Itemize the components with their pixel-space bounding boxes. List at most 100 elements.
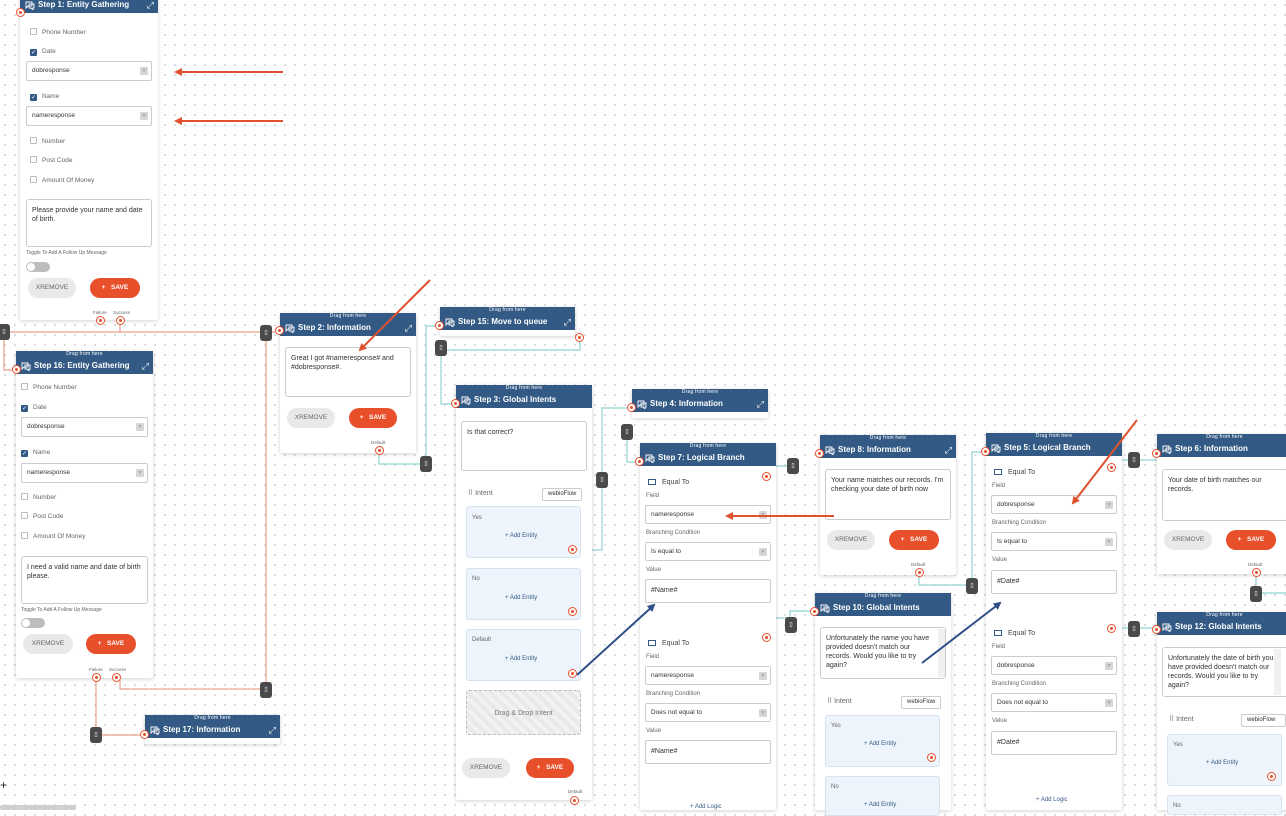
connector-node[interactable]: ▯ [787,458,799,474]
option-phone[interactable]: Phone Number [21,382,77,393]
date-variable-input[interactable]: dobresponse▿ [21,417,148,437]
condition-select[interactable]: Does not equal to▿ [645,703,771,722]
connector-node[interactable]: ▯ [435,340,447,356]
condition-select[interactable]: Is equal to▿ [645,542,771,561]
message-textarea[interactable]: I need a valid name and date of birth pl… [21,556,148,604]
message-textarea[interactable]: Great I got #nameresponse# and #dobrespo… [285,347,411,397]
checkbox-icon[interactable] [30,28,37,35]
expand-icon[interactable]: ⤢ [756,399,764,409]
connector-node[interactable]: ▯ [260,682,272,698]
add-logic-link[interactable]: + Add Logic [1036,797,1068,803]
dropdown-icon[interactable]: ▿ [1105,661,1113,670]
message-textarea[interactable]: Is that correct? [461,421,587,471]
default-port[interactable] [1252,568,1261,577]
output-port[interactable] [575,333,584,342]
default-port[interactable] [570,796,579,805]
date-variable-input[interactable]: dobresponse▿ [26,61,152,81]
follow-up-toggle[interactable] [26,262,50,272]
save-button[interactable]: + SAVE [86,634,136,654]
drag-handle[interactable]: Drag from here [440,307,575,314]
drag-handle[interactable]: Drag from here [1157,434,1286,441]
connector-node[interactable]: ▯ [785,617,797,633]
option-number[interactable]: Number [30,136,65,147]
message-textarea[interactable]: Your date of birth matches our records. [1162,469,1286,521]
message-scrollbar[interactable] [1274,649,1281,695]
option-postcode[interactable]: Post Code [21,511,63,522]
failure-port[interactable] [92,673,101,682]
option-date[interactable]: ✓Date [30,48,56,56]
intent-flow-select[interactable]: webioFlow [901,696,941,709]
message-textarea[interactable]: Unfortunately the date of birth you have… [1162,647,1286,697]
default-port[interactable] [568,669,577,678]
condition-select[interactable]: Is equal to▿ [991,532,1117,551]
option-name[interactable]: ✓Name [21,449,51,457]
expand-icon[interactable]: ⤢ [141,361,149,371]
yes-port[interactable] [927,753,936,762]
step-header[interactable]: Step 4: Information ⤢ [632,396,768,412]
connector-node[interactable]: ▯ [90,727,102,743]
drag-handle[interactable]: Drag from here [986,433,1122,440]
checked-icon[interactable]: ✓ [30,49,37,56]
checkbox-icon[interactable] [21,532,28,539]
step-header[interactable]: Step 5: Logical Branch [986,440,1122,456]
success-port[interactable] [112,673,121,682]
input-port[interactable] [627,403,636,412]
zoom-in-icon[interactable]: + [0,778,8,792]
add-entity-link[interactable]: + Add Entity [1206,760,1239,766]
input-port[interactable] [810,607,819,616]
checkbox-icon[interactable] [30,156,37,163]
expand-icon[interactable]: ⤢ [944,445,952,455]
expand-icon[interactable]: ⤢ [146,0,154,10]
drag-handle[interactable]: Drag from here [280,313,416,320]
expand-icon[interactable]: ⤢ [268,725,276,735]
field-select[interactable]: nameresponse▿ [645,505,771,524]
intent-flow-select[interactable]: webioFlow [542,488,582,501]
dropdown-icon[interactable]: ▿ [140,112,148,120]
default-port[interactable] [915,568,924,577]
step-header[interactable]: Step 6: Information [1157,441,1286,457]
yes-port[interactable] [1267,772,1276,781]
name-variable-input[interactable]: nameresponse▿ [26,106,152,126]
value-input[interactable]: #Name# [645,740,771,764]
dropdown-icon[interactable]: ▿ [759,708,767,717]
add-entity-link[interactable]: + Add Entity [864,802,897,808]
message-textarea[interactable]: Please provide your name and date of bir… [26,199,152,247]
add-entity-link[interactable]: + Add Entity [505,533,538,539]
yes-port[interactable] [568,545,577,554]
success-port[interactable] [116,316,125,325]
step-header[interactable]: Step 17: Information ⤢ [145,722,280,738]
connector-node[interactable]: ▯ [621,424,633,440]
save-button[interactable]: + SAVE [90,278,140,298]
add-entity-link[interactable]: + Add Entity [864,741,897,747]
save-button[interactable]: + SAVE [526,758,574,778]
field-select[interactable]: dobresponse▿ [991,495,1117,514]
remove-button[interactable]: XREMOVE [287,408,335,428]
input-port[interactable] [275,326,284,335]
drag-handle[interactable]: Drag from here [640,443,776,450]
input-port[interactable] [16,8,25,17]
step-header[interactable]: Step 1: Entity Gathering ⤢ [20,0,158,13]
expand-icon[interactable]: ⤢ [563,317,571,327]
name-variable-input[interactable]: nameresponse▿ [21,463,148,483]
dropdown-icon[interactable]: ▿ [136,423,144,431]
false-port[interactable] [762,633,771,642]
connector-node[interactable]: ▯ [260,325,272,341]
step-header[interactable]: Step 15: Move to queue ⤢ [440,314,575,330]
input-port[interactable] [140,730,149,739]
connector-node[interactable]: ▯ [1128,452,1140,468]
message-textarea[interactable]: Unfortunately the name you have provided… [820,627,946,679]
option-name[interactable]: ✓Name [30,93,60,101]
message-textarea[interactable]: Your name matches our records. I'm check… [825,469,951,520]
input-port[interactable] [435,321,444,330]
follow-up-toggle[interactable] [21,618,45,628]
option-postcode[interactable]: Post Code [30,155,72,166]
input-port[interactable] [1152,449,1161,458]
connector-node[interactable]: ▯ [966,578,978,594]
remove-button[interactable]: XREMOVE [23,634,73,654]
dropdown-icon[interactable]: ▿ [759,671,767,680]
drag-handle[interactable]: Drag from here [815,593,951,600]
value-input[interactable]: #Date# [991,570,1117,594]
save-button[interactable]: + SAVE [349,408,397,428]
input-port[interactable] [815,449,824,458]
checkbox-icon[interactable] [30,137,37,144]
